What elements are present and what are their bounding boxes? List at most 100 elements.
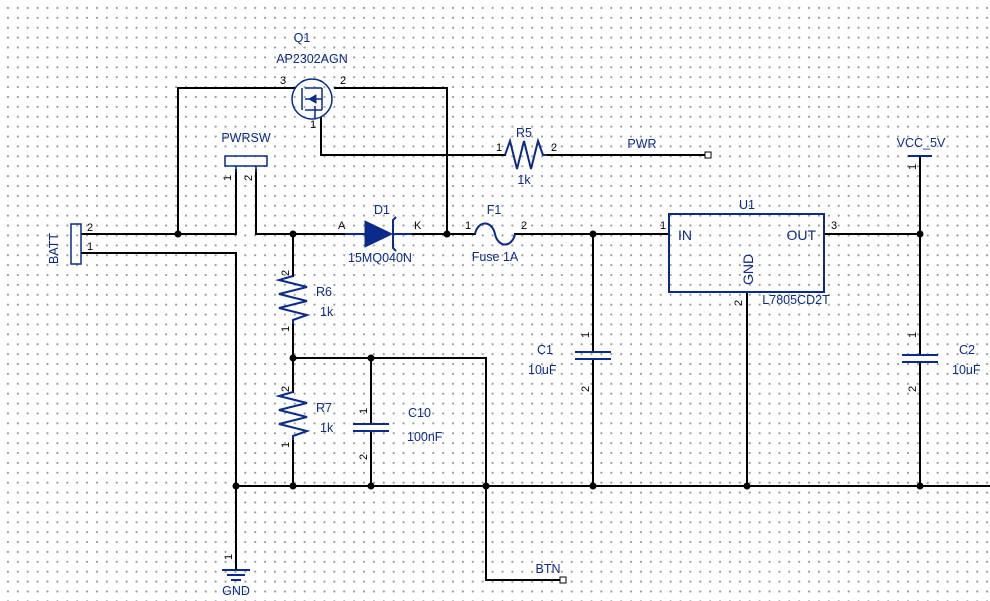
capacitor-c1[interactable]: C1 10uF 1 2 [528,332,611,392]
d1-value: 15MQ040N [348,251,412,265]
wire-batt-neg [81,252,237,571]
batt-ref: BATT [47,233,61,264]
c1-pin2: 2 [580,386,592,392]
q1-pin1: 1 [310,119,316,131]
regulator-u1[interactable]: U1 IN OUT GND L7805CD2T 1 3 2 [660,198,837,307]
fuse-f1[interactable]: F1 Fuse 1A 1 2 [465,203,527,264]
pwrsw-leads [235,166,257,172]
resistor-r6[interactable]: R6 1k 2 1 [275,270,334,332]
gnd-bars [222,569,250,581]
c1-value: 10uF [528,363,557,377]
u1-value: L7805CD2T [762,293,830,307]
u1-body [668,213,825,293]
c2-pin1: 1 [907,332,919,338]
net-label-pwr[interactable]: PWR [627,137,712,159]
pwr-label: PWR [627,137,656,151]
d1-triangle [364,220,394,248]
junctions [174,230,924,490]
q1-channel [301,87,323,118]
junction [367,482,375,490]
capacitor-c2[interactable]: C2 10uF 1 2 [902,332,981,392]
r6-value: 1k [320,305,334,319]
c1-plates [575,351,611,360]
r6-pin1: 1 [280,326,292,332]
f1-value: Fuse 1A [472,250,519,264]
r7-ref: R7 [316,401,332,415]
mosfet-q1[interactable]: Q1 AP2302AGN 3 2 1 [276,31,348,131]
c2-plates [902,354,938,363]
d1-cathode-label: K [414,220,422,232]
r6-pin2: 2 [280,270,292,276]
c2-value: 10uF [952,363,981,377]
batt-body [70,223,82,265]
q1-arrow [307,94,317,104]
u1-pin1: 1 [660,220,666,232]
gnd-pin1: 1 [223,554,235,560]
u1-pin2: 2 [733,300,745,306]
batt-pin1: 1 [87,241,93,253]
c1-ref: C1 [537,343,553,357]
u1-out-label: OUT [786,227,816,243]
vcc-pin1: 1 [907,164,919,170]
d1-anode-label: A [338,220,346,232]
c10-pin2: 2 [358,454,370,460]
f1-ref: F1 [487,203,502,217]
u1-ref: U1 [739,198,755,212]
d1-cathode-bar [392,216,397,252]
resistor-r7[interactable]: R7 1k 2 1 [275,386,334,448]
r5-pin2: 2 [551,142,557,154]
gnd-label: GND [222,584,250,598]
junction [289,354,297,362]
wire-switch-pin2 [255,169,346,235]
junction [482,482,490,490]
r7-value: 1k [320,421,334,435]
junction [916,230,924,238]
q1-body [291,78,333,120]
junction [232,482,240,490]
vcc-label: VCC_5V [897,136,946,150]
junction [916,482,924,490]
r5-ref: R5 [516,126,532,140]
c2-ref: C2 [959,343,975,357]
pwrsw-ref: PWRSW [221,131,271,145]
q1-pin3: 3 [280,75,286,87]
switch-pwrsw[interactable]: PWRSW 1 2 [221,131,271,181]
wire-q1-drain [334,87,448,235]
junction [289,482,297,490]
r6-ref: R6 [316,285,332,299]
r7-pin2: 2 [280,386,292,392]
q1-value: AP2302AGN [276,52,348,66]
ground-symbol[interactable]: GND 1 [222,554,250,598]
f1-pin2: 2 [521,220,527,232]
c2-pin2: 2 [907,386,919,392]
connector-batt[interactable]: BATT 2 1 [47,222,93,265]
u1-gnd-label: GND [740,254,756,285]
diode-d1[interactable]: D1 15MQ040N A K [338,203,422,265]
junction [589,230,597,238]
junction [174,230,182,238]
resistor-r5[interactable]: R5 1k 1 2 [496,126,557,187]
capacitor-c10[interactable]: C10 100nF 1 2 [353,406,443,460]
pwrsw-pin2: 2 [243,175,255,181]
u1-in-label: IN [678,227,692,243]
f1-curve [474,222,516,246]
r5-zigzag [504,137,547,170]
f1-pin1: 1 [465,220,471,232]
net-label-btn[interactable]: BTN [536,562,567,584]
c10-pin1: 1 [358,408,370,414]
c1-pin1: 1 [580,332,592,338]
wire-q1-gate [320,117,506,156]
junction [589,482,597,490]
pwrsw-body [224,155,268,167]
r7-zigzag [275,391,311,440]
junction [289,230,297,238]
r5-value: 1k [517,173,531,187]
q1-ref: Q1 [294,31,311,45]
btn-label: BTN [536,562,561,576]
net-label-vcc[interactable]: VCC_5V 1 [897,136,946,170]
wires [81,87,990,581]
r7-pin1: 1 [280,442,292,448]
u1-pin3: 3 [831,220,837,232]
r5-pin1: 1 [496,142,502,154]
